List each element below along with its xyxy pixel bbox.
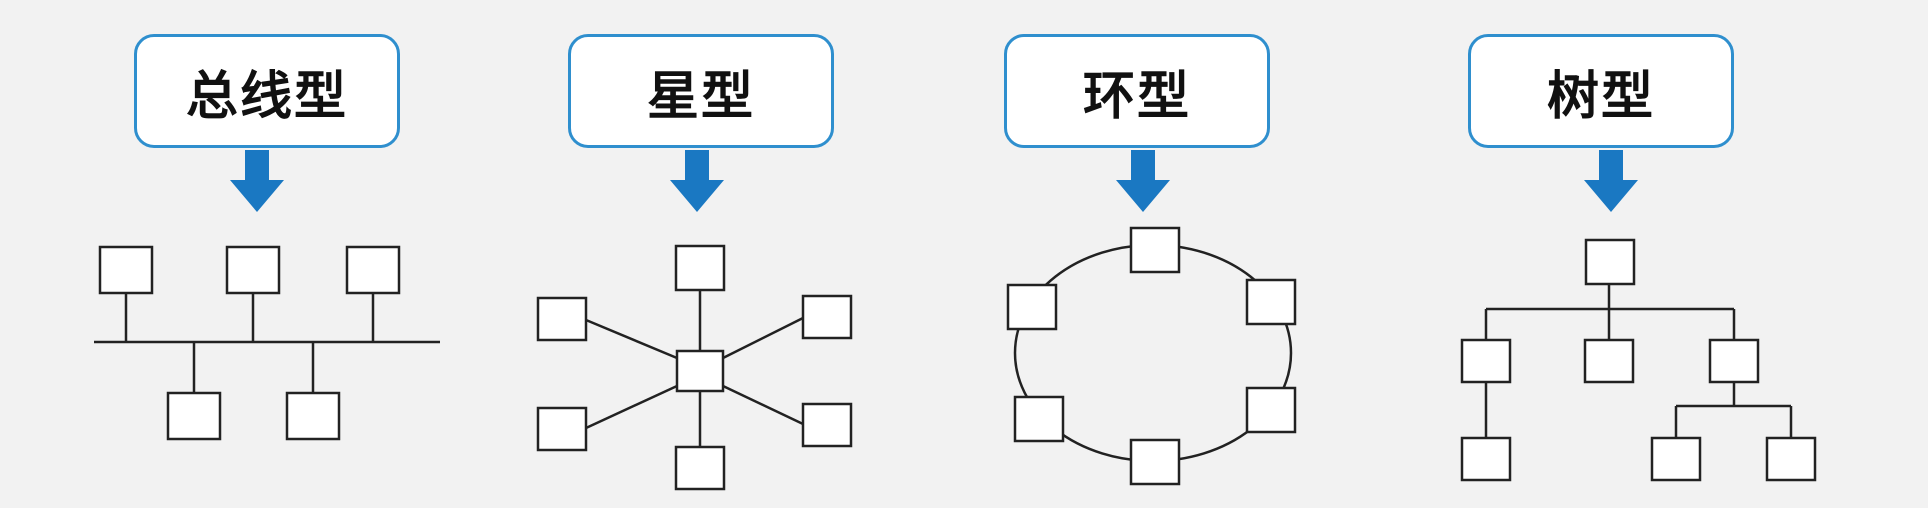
label-tree: 树型 <box>1468 34 1734 148</box>
bus-node <box>285 391 341 441</box>
tree-leaf-node <box>1650 436 1702 482</box>
ring-topology <box>1006 226 1297 486</box>
star-topology <box>536 244 853 491</box>
star-node <box>674 445 726 491</box>
tree-node <box>1460 338 1512 384</box>
label-star: 星型 <box>568 34 834 148</box>
ring-node <box>1129 226 1181 274</box>
ring-node <box>1129 438 1181 486</box>
ring-node <box>1245 278 1297 326</box>
star-node <box>801 402 853 448</box>
bus-node <box>345 245 401 295</box>
ring-node <box>1245 386 1297 434</box>
tree-leaf-node <box>1765 436 1817 482</box>
label-bus: 总线型 <box>134 34 400 148</box>
down-arrow-icon <box>670 150 724 212</box>
star-node <box>536 296 588 342</box>
bus-node <box>225 245 281 295</box>
down-arrow-icon <box>1584 150 1638 212</box>
star-node <box>801 294 853 340</box>
bus-node <box>166 391 222 441</box>
star-node <box>536 406 588 452</box>
down-arrow-icon <box>230 150 284 212</box>
star-node <box>674 244 726 292</box>
bus-node <box>98 245 154 295</box>
ring-node <box>1006 283 1058 331</box>
tree-leaf-node <box>1460 436 1512 482</box>
ring-node <box>1013 395 1065 443</box>
label-ring: 环型 <box>1004 34 1270 148</box>
bus-topology <box>94 245 440 441</box>
tree-node <box>1708 338 1760 384</box>
down-arrow-icon <box>1116 150 1170 212</box>
tree-topology <box>1460 238 1817 482</box>
tree-root-node <box>1584 238 1636 286</box>
tree-node <box>1583 338 1635 384</box>
star-hub <box>675 349 725 393</box>
